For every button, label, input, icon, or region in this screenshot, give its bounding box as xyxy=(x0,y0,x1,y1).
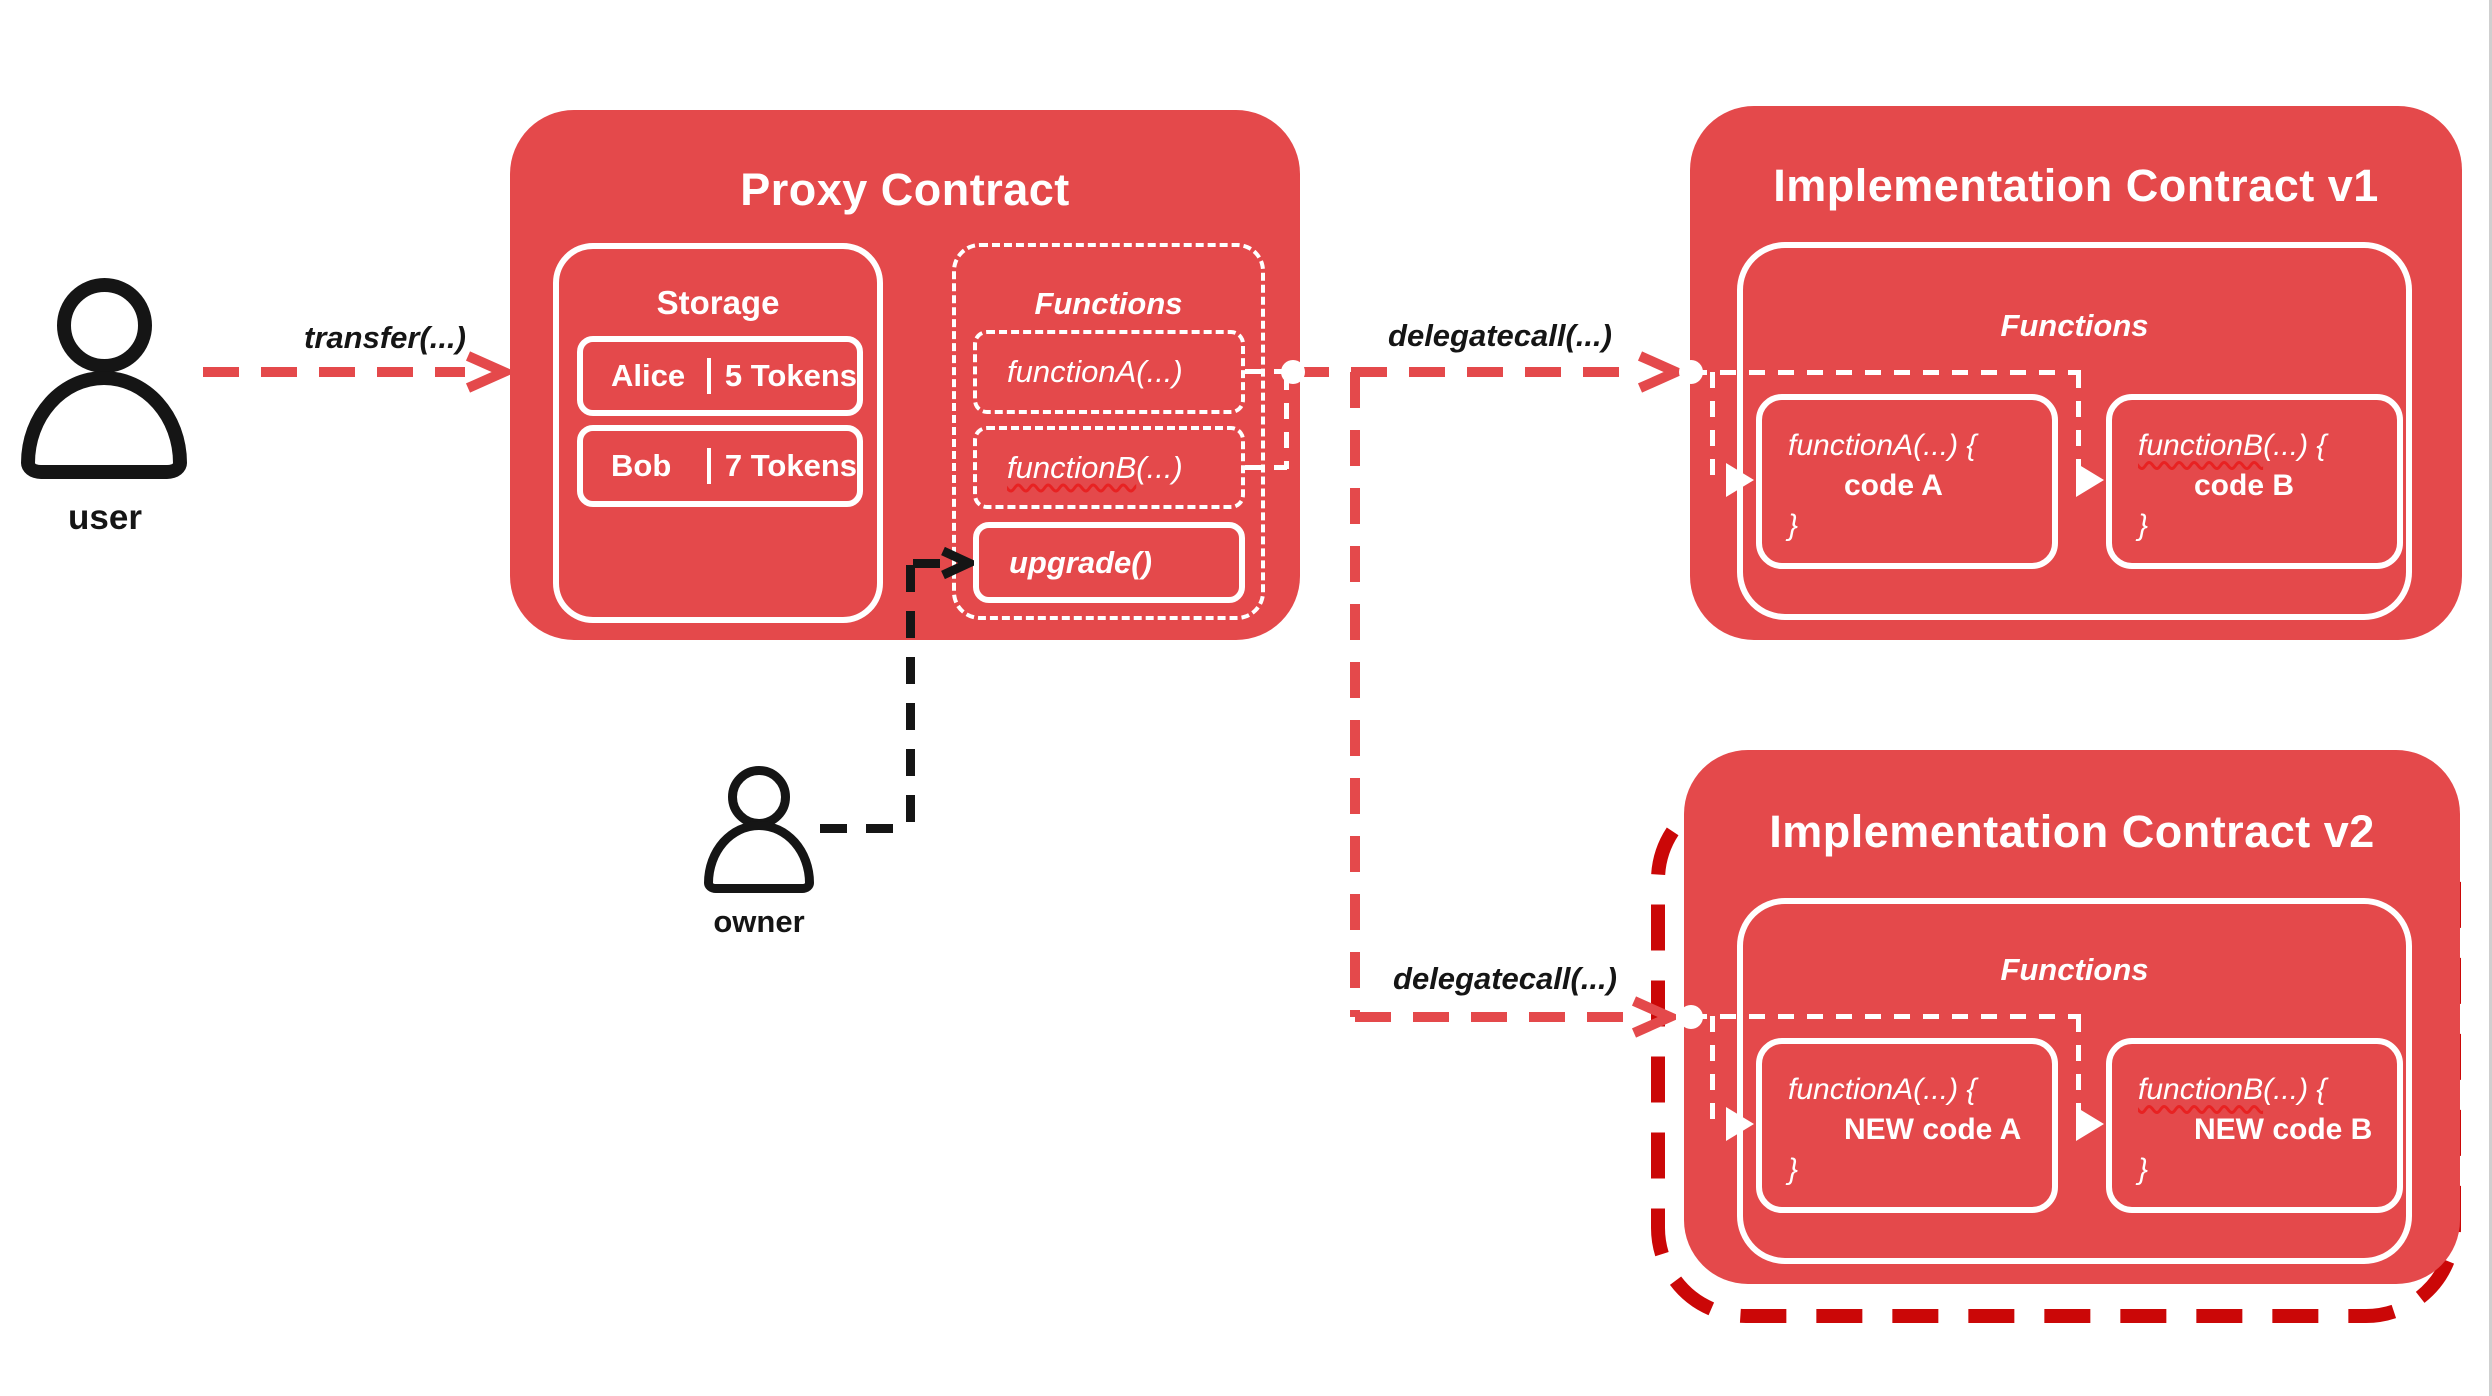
v1-function-b-body: code B xyxy=(2194,469,2295,502)
owner-label: owner xyxy=(713,904,805,939)
v2-edge-connector-dot xyxy=(1679,1005,1703,1029)
transfer-label: transfer(...) xyxy=(304,320,466,355)
v2-arrowhead-function-a xyxy=(1726,1107,1754,1141)
v2-connector-v-a xyxy=(1710,1016,1715,1126)
proxy-function-a-connector xyxy=(1245,369,1291,374)
proxy-contract-box xyxy=(510,110,1300,640)
v1-connector-v-a xyxy=(1710,372,1715,482)
v2-function-b-body: NEW code B xyxy=(2194,1113,2373,1146)
v2-function-b-box: functionB(...) { NEW code B } xyxy=(2106,1038,2403,1213)
owner-head-icon xyxy=(728,766,790,828)
v2-function-a-box: functionA(...) { NEW code A } xyxy=(1756,1038,2058,1213)
delegatecall-branch-line xyxy=(1350,372,1360,1017)
v2-function-a-close: } xyxy=(1788,1153,1799,1186)
v1-arrowhead-function-b xyxy=(2076,463,2104,497)
proxy-edge-connector-dot xyxy=(1281,360,1305,384)
user-label: user xyxy=(68,498,142,537)
proxy-function-a-item: functionA(...) xyxy=(973,330,1245,414)
proxy-function-a-label: functionA(...) xyxy=(1007,354,1183,389)
v1-function-b-close: } xyxy=(2138,509,2149,542)
proxy-upgrade-item: upgrade() xyxy=(973,522,1245,603)
v1-arrowhead-function-a xyxy=(1726,463,1754,497)
v2-functions-container xyxy=(1737,898,2412,1264)
v2-function-a-body: NEW code A xyxy=(1844,1113,2022,1146)
owner-upgrade-line-h xyxy=(820,824,908,833)
delegatecall-v1-arrowhead xyxy=(1637,351,1682,393)
proxy-functions-container xyxy=(952,243,1265,620)
storage-title: Storage xyxy=(656,284,780,321)
storage-row-name: Alice xyxy=(611,358,686,393)
proxy-functions-title: Functions xyxy=(1034,286,1183,321)
v2-function-a-signature: functionA(...) { xyxy=(1788,1073,1977,1106)
v2-arrowhead-function-b xyxy=(2076,1107,2104,1141)
user-head-icon xyxy=(57,278,152,373)
v2-connector-h xyxy=(1691,1014,2081,1019)
owner-body-icon xyxy=(704,821,814,893)
v1-function-a-signature: functionA(...) { xyxy=(1788,429,1977,462)
v1-edge-connector-dot xyxy=(1679,360,1703,384)
proxy-contract-title: Proxy Contract xyxy=(740,164,1070,215)
proxy-function-b-connector-v xyxy=(1284,374,1289,469)
delegatecall-v1-label: delegatecall(...) xyxy=(1388,318,1612,353)
storage-row-name: Bob xyxy=(611,448,672,483)
v1-function-b-signature: functionB(...) { xyxy=(2138,429,2327,462)
proxy-function-b-label: functionB(...) xyxy=(1007,449,1183,485)
proxy-upgrade-label: upgrade() xyxy=(1009,544,1152,580)
v1-connector-v-b xyxy=(2076,372,2081,482)
storage-row-value: 7 Tokens xyxy=(724,448,857,483)
v1-functions-container xyxy=(1737,242,2412,620)
implementation-v2-title: Implementation Contract v2 xyxy=(1769,806,2375,857)
v1-function-a-body: code A xyxy=(1844,469,1943,502)
v2-functions-title: Functions xyxy=(2000,952,2149,987)
storage-row-divider xyxy=(706,358,711,394)
delegatecall-v2-arrowhead xyxy=(1631,996,1676,1038)
storage-row-value: 5 Tokens xyxy=(724,358,857,393)
storage-row-alice: Alice 5 Tokens xyxy=(577,336,863,416)
v2-connector-v-b xyxy=(2076,1016,2081,1126)
storage-row-divider xyxy=(706,448,711,484)
v2-function-b-signature: functionB(...) { xyxy=(2138,1073,2327,1106)
delegatecall-v2-label: delegatecall(...) xyxy=(1393,961,1617,996)
owner-upgrade-line-v xyxy=(906,565,915,827)
owner-upgrade-line-top xyxy=(913,559,941,568)
v1-function-a-close: } xyxy=(1788,509,1799,542)
proxy-function-b-connector-h xyxy=(1245,465,1287,470)
storage-box xyxy=(553,243,883,623)
delegatecall-v1-line xyxy=(1293,367,1641,377)
window-edge-line xyxy=(2489,0,2492,1396)
delegatecall-v2-line xyxy=(1355,1012,1633,1022)
owner-upgrade-arrowhead xyxy=(941,546,974,580)
transfer-arrowhead xyxy=(465,351,510,393)
storage-row-bob: Bob 7 Tokens xyxy=(577,425,863,507)
user-body-icon xyxy=(21,371,187,479)
v2-function-b-close: } xyxy=(2138,1153,2149,1186)
v1-connector-h xyxy=(1691,370,2081,375)
v1-function-b-box: functionB(...) { code B } xyxy=(2106,394,2403,569)
transfer-arrow-line xyxy=(203,367,465,377)
implementation-v1-title: Implementation Contract v1 xyxy=(1773,160,2379,211)
v1-functions-title: Functions xyxy=(2000,308,2149,343)
v1-function-a-box: functionA(...) { code A } xyxy=(1756,394,2058,569)
proxy-function-b-item: functionB(...) xyxy=(973,426,1245,509)
